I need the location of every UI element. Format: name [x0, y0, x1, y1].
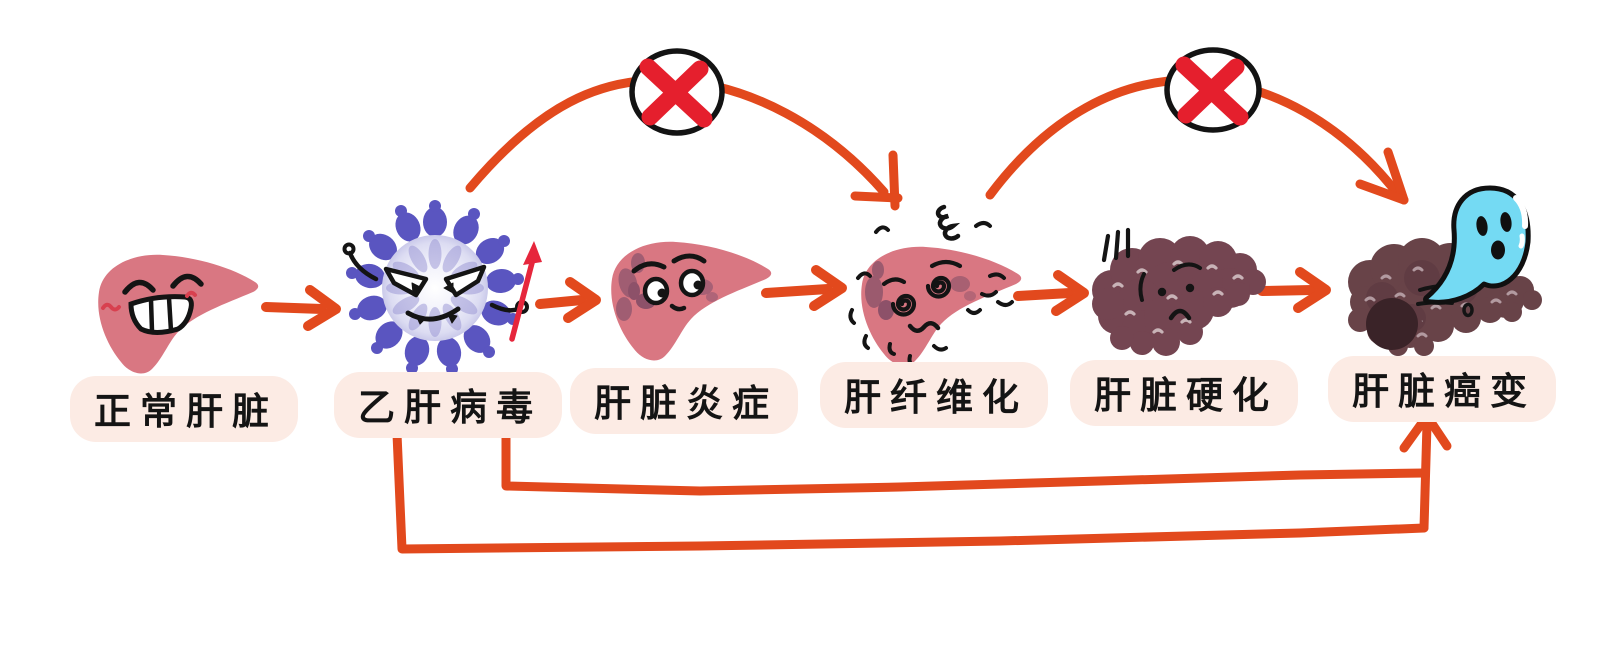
stage-label-normal-liver: 正常肝脏: [70, 376, 298, 442]
arrow-normal-to-virus: [261, 285, 341, 331]
arrow-fibrosis-to-cirrhosis: [1013, 270, 1089, 316]
ghost: [1423, 185, 1531, 305]
liver-body: [861, 246, 1022, 366]
arrow-virus-to-inflammation: [535, 277, 601, 323]
arrow-inflammation-to-fibrosis: [761, 265, 847, 311]
texture-marks: [1112, 260, 1244, 334]
stage-label-liver-cancer: 肝脏癌变: [1328, 356, 1556, 422]
stage-label-liver-inflammation: 肝脏炎症: [570, 368, 798, 434]
inflammation-patches: [616, 253, 718, 321]
fiber-squiggles: [848, 221, 1014, 368]
happy-liver-illustration: [98, 254, 259, 374]
virus-arms: [342, 242, 529, 314]
sad-face: [1101, 227, 1202, 321]
blocked-cross-marker-1: [629, 48, 725, 136]
dizzy-fibrotic-liver-illustration: [848, 204, 1022, 368]
happy-face: [101, 273, 204, 335]
stage-label-hepatitis-b-virus: 乙肝病毒: [334, 372, 562, 438]
virus-spikes: [346, 200, 524, 375]
virus-with-spear-illustration: [342, 200, 542, 375]
tumor: [1366, 298, 1418, 350]
hardened-dark-liver-illustration: [1092, 227, 1266, 356]
liver-body: [611, 241, 772, 361]
stage-label-liver-fibrosis: 肝纤维化: [820, 362, 1048, 428]
dizzy-face: [881, 259, 963, 333]
shortcut-line-inflammation-to-cancer: [501, 431, 1429, 496]
shortcut-line-virus-to-cancer: [392, 429, 1429, 554]
cancer-liver-with-ghost-illustration: [1348, 185, 1542, 356]
red-spear: [509, 241, 542, 342]
stage-label-liver-cirrhosis: 肝脏硬化: [1070, 360, 1298, 426]
virus-angry-face: [383, 264, 487, 325]
sick-liver-illustration: [611, 241, 772, 361]
blocked-cross-marker-2: [1164, 47, 1262, 133]
worried-face: [631, 253, 707, 312]
spring-squiggle: [935, 204, 961, 241]
arrow-cirrhosis-to-cancer: [1257, 267, 1331, 313]
fibrosis-patches: [865, 261, 976, 320]
